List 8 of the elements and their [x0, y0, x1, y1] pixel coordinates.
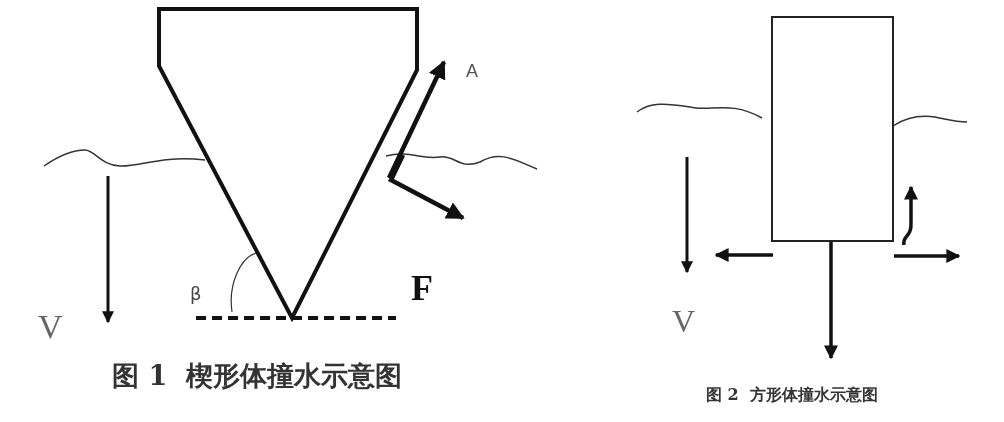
- force-label: F: [411, 270, 433, 306]
- figure-caption: 图 2 方形体撞水示意图: [706, 387, 878, 403]
- rectangular-body: [771, 16, 894, 242]
- velocity-label: V: [38, 310, 63, 344]
- velocity-label: V: [672, 305, 696, 337]
- angle-label: β: [190, 285, 202, 303]
- force-label: A: [466, 62, 478, 80]
- figure-caption: 图 1 楔形体撞水示意图: [112, 362, 402, 389]
